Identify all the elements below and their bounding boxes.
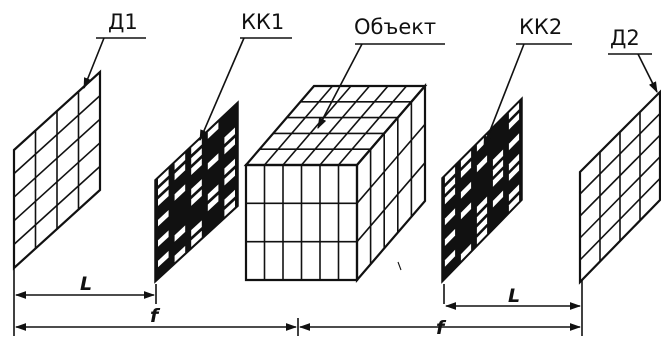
coded-mask-1-open-cell	[224, 189, 235, 207]
coded-mask-2-open-cell	[460, 243, 472, 261]
coded-mask-1-open-cell	[224, 169, 235, 186]
coded-mask-1-open-cell	[191, 220, 202, 237]
coded-mask-2-open-cell	[492, 159, 504, 177]
detector-1-grid-line	[13, 95, 101, 175]
d1-leader	[83, 37, 105, 90]
coded-mask-1-open-cell	[158, 210, 169, 227]
object-top-grid-line	[319, 85, 389, 166]
coded-mask-2-open-cell	[492, 149, 504, 167]
kk2-leader	[483, 43, 525, 148]
coded-mask-1-open-cell	[207, 194, 219, 212]
coded-mask-2-open-cell	[492, 170, 504, 187]
coded-mask-1	[154, 100, 239, 284]
coded-mask-1-open-cell	[191, 158, 202, 175]
coded-mask-2-open-cell	[508, 133, 520, 151]
coded-mask-1-open-cell	[224, 158, 235, 176]
coded-mask-1-open-cell	[191, 189, 202, 206]
detector-1-grid-line	[13, 118, 101, 198]
coded-mask-2	[441, 96, 523, 284]
kk1-leader	[199, 37, 245, 142]
coded-mask-1-open-cell	[191, 148, 202, 165]
coded-mask-2-open-cell	[476, 196, 488, 214]
coded-mask-1-open-cell	[158, 189, 169, 206]
detector-1-label: Д1	[108, 10, 138, 34]
detector-2-grid-line	[579, 177, 661, 261]
coded-mask-1-open-cell	[174, 225, 186, 242]
coded-mask-2-open-cell	[460, 150, 472, 168]
dimension-lines	[13, 262, 583, 336]
coded-mask-1-open-cell	[191, 137, 202, 155]
coded-mask-2-open-cell	[508, 164, 520, 181]
coded-mask-1-open-cell	[174, 163, 186, 181]
coded-mask-1-label: КК1	[241, 10, 284, 34]
object-label: Объект	[354, 15, 436, 39]
scan-mark	[397, 261, 402, 271]
dim-f-left-label: f	[150, 305, 161, 327]
coded-mask-2-frame	[441, 96, 523, 284]
detector-1-grid-line	[13, 165, 101, 245]
object-top-grid-line	[337, 85, 408, 166]
coded-mask-1-open-cell	[158, 230, 169, 247]
coded-mask-2-open-cell	[460, 161, 472, 178]
coded-mask-1-open-cell	[174, 153, 186, 170]
coded-mask-1-open-cell	[158, 169, 169, 186]
coded-mask-2-open-cell	[460, 181, 472, 199]
detector-2-label: Д2	[610, 26, 640, 50]
coded-mask-1-open-cell	[207, 153, 219, 170]
coded-mask-2-open-cell	[508, 102, 520, 120]
coded-mask-2-open-cell	[508, 194, 520, 212]
coded-mask-2-open-cell	[508, 153, 520, 171]
detector-2-grid-line	[579, 156, 661, 239]
coded-mask-1-open-cell	[174, 245, 186, 263]
detector-1-frame	[12, 69, 102, 271]
object-top-grid-line	[263, 85, 334, 166]
coded-mask-2-open-cell	[444, 208, 456, 226]
object-top-grid-line	[300, 85, 371, 166]
coded-mask-1-open-cell	[158, 250, 169, 268]
detector-2-grid-line	[579, 134, 661, 217]
coded-mask-2-open-cell	[444, 249, 456, 267]
coded-mask-1-open-cell	[191, 179, 202, 196]
coded-mask-1-open-cell	[224, 200, 235, 217]
coded-mask-2-open-cell	[476, 206, 488, 224]
detector-1-panel	[12, 69, 102, 271]
coded-mask-2-open-cell	[444, 166, 456, 184]
object-leader	[317, 43, 363, 129]
detector-2-frame	[578, 89, 661, 285]
coded-mask-1-open-cell	[191, 230, 202, 247]
object-box	[243, 83, 428, 283]
d2-leader	[637, 53, 658, 94]
coded-mask-2-open-cell	[444, 187, 456, 205]
coded-mask-2-open-cell	[444, 228, 456, 246]
leader-lines	[83, 37, 658, 148]
coded-mask-1-open-cell	[207, 122, 219, 139]
coded-mask-1-open-cell	[224, 127, 235, 144]
coded-mask-2-open-cell	[476, 155, 488, 173]
coded-mask-2-label: КК2	[519, 15, 562, 39]
coded-mask-2-open-cell	[476, 217, 488, 235]
detector-2-grid-line	[579, 113, 661, 195]
coded-mask-2-open-cell	[508, 112, 520, 130]
coded-mask-1-open-cell	[174, 184, 186, 201]
object-side-face	[355, 83, 427, 283]
dim-f-right-label: f	[436, 317, 447, 339]
object-side-grid-line	[356, 162, 426, 243]
coded-mask-2-open-cell	[492, 190, 504, 208]
dim-l-left-label: L	[80, 273, 92, 295]
coded-mask-1-open-cell	[158, 179, 169, 196]
object-side-grid-line	[356, 123, 426, 204]
dim-l-right-label: L	[508, 285, 520, 307]
coded-mask-2-open-cell	[460, 202, 472, 220]
coded-mask-2-open-cell	[508, 184, 520, 202]
detector-2-panel	[578, 89, 661, 285]
coded-mask-2-open-cell	[476, 227, 488, 245]
object-top-grid-line	[282, 85, 352, 166]
detector-1-grid-line	[13, 142, 101, 222]
coded-mask-2-open-cell	[444, 177, 456, 194]
coded-mask-1-open-cell	[224, 137, 235, 155]
coded-mask-1-open-cell	[207, 184, 219, 201]
